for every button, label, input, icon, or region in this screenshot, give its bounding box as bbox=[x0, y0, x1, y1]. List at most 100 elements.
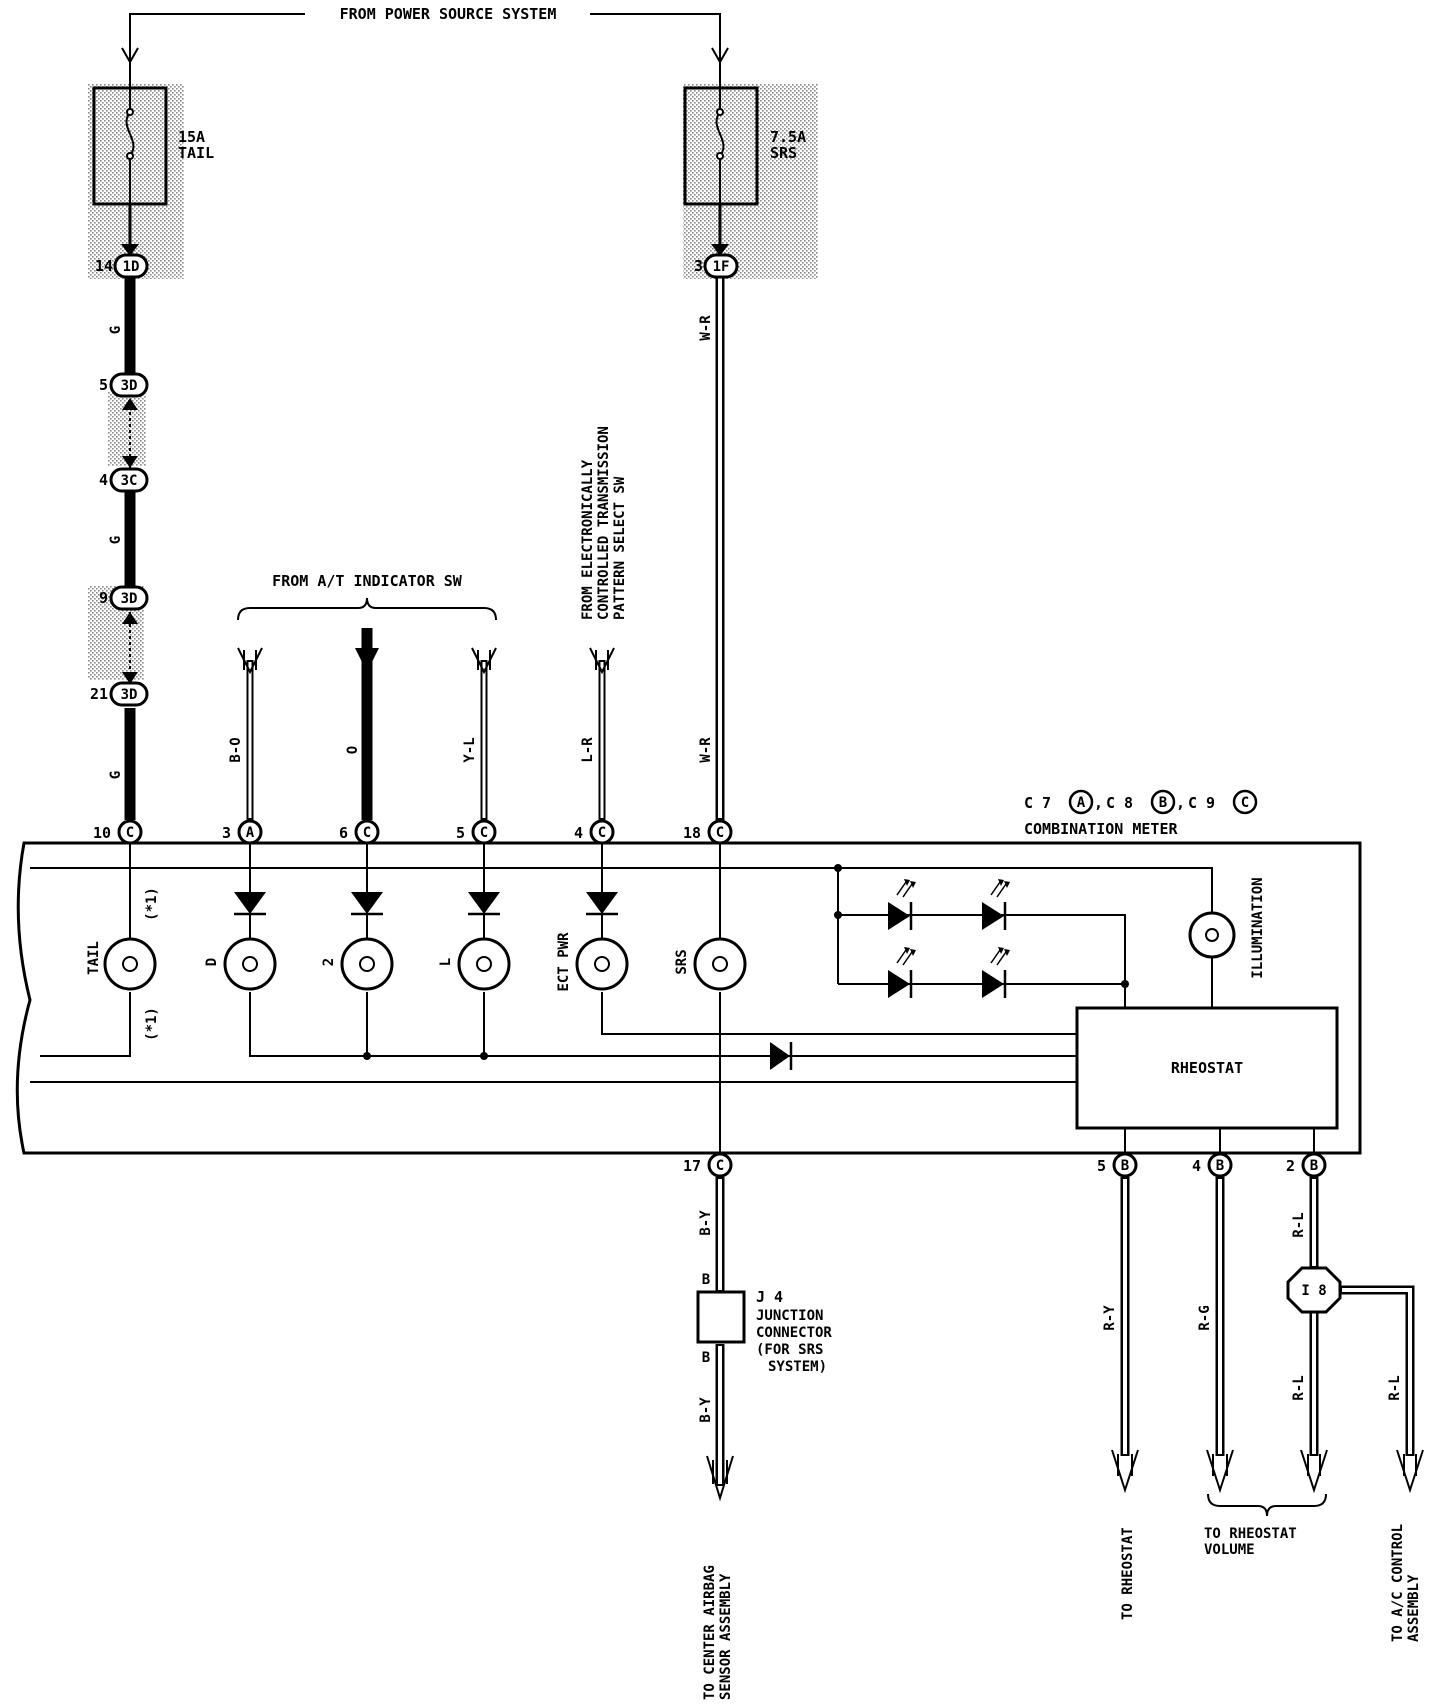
jb-pin-tail-in: 14 1D bbox=[95, 253, 149, 279]
wire-color-g1: G bbox=[108, 326, 124, 334]
wire-color-b1: B bbox=[702, 1272, 710, 1288]
svg-text:I 8: I 8 bbox=[1301, 1283, 1326, 1299]
wire-color-wr1: W-R bbox=[698, 315, 714, 341]
at-indicator-inputs: FROM A/T INDICATOR SW B-O O Y-L L-R bbox=[228, 572, 615, 820]
dest-airbag-2: SENSOR ASSEMBLY bbox=[718, 1573, 734, 1700]
svg-text:(*1): (*1) bbox=[144, 1007, 160, 1041]
airbag-output-wire: B-Y B B B-Y J 4 JUNCTION CONNECTOR (FOR … bbox=[696, 1177, 832, 1700]
svg-text:21: 21 bbox=[90, 685, 108, 703]
svg-text:ASSEMBLY: ASSEMBLY bbox=[1406, 1574, 1422, 1642]
j4-line4: SYSTEM) bbox=[768, 1359, 827, 1375]
wire-color-g2: G bbox=[108, 536, 124, 544]
fuse-srs-name: SRS bbox=[770, 144, 797, 162]
junction-block-shade-right bbox=[683, 84, 818, 279]
svg-text:CONTROLLED TRANSMISSION: CONTROLLED TRANSMISSION bbox=[596, 426, 612, 620]
dest-rheostat: TO RHEOSTAT bbox=[1120, 1527, 1136, 1620]
svg-text:PATTERN SELECT SW: PATTERN SELECT SW bbox=[612, 476, 628, 620]
svg-text:C: C bbox=[716, 1158, 724, 1174]
svg-text:TO RHEOSTAT: TO RHEOSTAT bbox=[1204, 1526, 1297, 1542]
svg-text:4: 4 bbox=[99, 471, 108, 489]
connector-i8 bbox=[1286, 1266, 1342, 1314]
svg-text:C 8: C 8 bbox=[1106, 794, 1133, 812]
illumination-label: ILLUMINATION bbox=[1250, 877, 1266, 978]
svg-text:C: C bbox=[1241, 795, 1249, 811]
svg-text:L: L bbox=[438, 958, 454, 966]
svg-text:C 9: C 9 bbox=[1188, 794, 1215, 812]
svg-text:C: C bbox=[363, 825, 371, 841]
rheostat-label: RHEOSTAT bbox=[1171, 1059, 1243, 1077]
svg-text:VOLUME: VOLUME bbox=[1204, 1542, 1255, 1558]
svg-text:3D: 3D bbox=[121, 687, 138, 703]
svg-text:D: D bbox=[204, 958, 220, 966]
svg-text:C: C bbox=[598, 825, 606, 841]
dest-rheostat-volume: TO RHEOSTAT VOLUME bbox=[1204, 1493, 1327, 1558]
svg-text:6: 6 bbox=[339, 824, 348, 842]
lamp-2: 2 bbox=[321, 937, 394, 991]
srs-wire: W-R W-R bbox=[698, 204, 729, 820]
jb-pin-2: 4 3C bbox=[99, 467, 149, 493]
jb-pin-srs-in: 3 1F bbox=[694, 253, 739, 279]
wire-color-rl2: R-L bbox=[1291, 1375, 1307, 1400]
svg-text:B: B bbox=[1121, 1158, 1129, 1174]
rheostat-output-wires: I 8 R-Y R-G R-L R-L R-L bbox=[1102, 1177, 1424, 1494]
wire-color-g3: G bbox=[108, 771, 124, 779]
wire-color-by2: B-Y bbox=[698, 1397, 714, 1423]
wire-color-rl1: R-L bbox=[1291, 1212, 1307, 1237]
j4-line2: CONNECTOR bbox=[756, 1325, 832, 1341]
j4-line1: JUNCTION bbox=[756, 1308, 823, 1324]
svg-text:3C: 3C bbox=[121, 473, 138, 489]
rheostat-block: RHEOSTAT bbox=[1075, 1006, 1339, 1153]
jb-pin-4: 21 3D bbox=[90, 681, 149, 707]
fuse-srs-rating: 7.5A bbox=[770, 128, 806, 146]
j4-line3: (FOR SRS bbox=[756, 1342, 823, 1358]
svg-text:4: 4 bbox=[1192, 1157, 1201, 1175]
svg-text:SRS: SRS bbox=[674, 949, 690, 974]
svg-text:3: 3 bbox=[222, 824, 231, 842]
wire-color-o: O bbox=[345, 746, 361, 754]
at-indicator-label: FROM A/T INDICATOR SW bbox=[272, 572, 463, 590]
svg-text:B: B bbox=[1310, 1158, 1318, 1174]
meter-internal-wiring bbox=[40, 843, 1077, 1153]
meter-title: COMBINATION METER bbox=[1024, 820, 1178, 838]
svg-text:C 7: C 7 bbox=[1024, 794, 1051, 812]
wire-color-rl3: R-L bbox=[1387, 1375, 1403, 1400]
wire-color-yl: Y-L bbox=[462, 737, 478, 762]
svg-text:TAIL: TAIL bbox=[86, 941, 102, 975]
svg-text:18: 18 bbox=[683, 824, 701, 842]
svg-text:5: 5 bbox=[99, 376, 108, 394]
junction-block-shade-left bbox=[88, 84, 184, 279]
svg-text:3: 3 bbox=[694, 257, 703, 275]
junction-connector-j4 bbox=[696, 1290, 746, 1344]
tail-wire: G G G bbox=[108, 204, 139, 820]
svg-text:B: B bbox=[1216, 1158, 1224, 1174]
svg-text:B: B bbox=[1159, 795, 1167, 811]
wire-color-ry: R-Y bbox=[1102, 1305, 1118, 1331]
meter-bottom-pins: 17 C 5 B 4 B 2 B bbox=[683, 1152, 1327, 1178]
led-array bbox=[834, 864, 1129, 1008]
svg-text:1D: 1D bbox=[123, 259, 140, 275]
lamp-d: D bbox=[204, 937, 277, 991]
combination-meter-box bbox=[15, 841, 1362, 1155]
svg-text:17: 17 bbox=[683, 1157, 701, 1175]
svg-text:5: 5 bbox=[1097, 1157, 1106, 1175]
j4-id: J 4 bbox=[756, 1288, 783, 1306]
lamp-l: L bbox=[438, 937, 511, 991]
lamp-ect-pwr: ECT PWR bbox=[556, 932, 629, 992]
jb-pin-1: 5 3D bbox=[99, 372, 149, 398]
svg-text:,: , bbox=[1176, 794, 1185, 812]
lamp-srs: SRS bbox=[674, 937, 747, 991]
ect-input-label: FROM ELECTRONICALLY CONTROLLED TRANSMISS… bbox=[580, 426, 628, 620]
fuse-tail-name: TAIL bbox=[178, 144, 214, 162]
svg-text:TO A/C CONTROL: TO A/C CONTROL bbox=[1390, 1524, 1406, 1642]
dest-airbag-1: TO CENTER AIRBAG bbox=[702, 1565, 718, 1700]
jb-pin-3: 9 3D bbox=[99, 585, 149, 611]
fuse-tail: 15A TAIL bbox=[92, 62, 214, 206]
wire-color-wr2: W-R bbox=[698, 737, 714, 763]
wire-color-bo: B-O bbox=[228, 737, 244, 762]
svg-text:,: , bbox=[1094, 794, 1103, 812]
lamp-tail: TAIL (*1) (*1) bbox=[86, 887, 160, 1041]
fuse-tail-rating: 15A bbox=[178, 128, 205, 146]
svg-text:2: 2 bbox=[1286, 1157, 1295, 1175]
svg-text:3D: 3D bbox=[121, 591, 138, 607]
meter-top-pins: 10 C 3 A 6 C 5 C 4 C 18 C bbox=[93, 819, 733, 845]
